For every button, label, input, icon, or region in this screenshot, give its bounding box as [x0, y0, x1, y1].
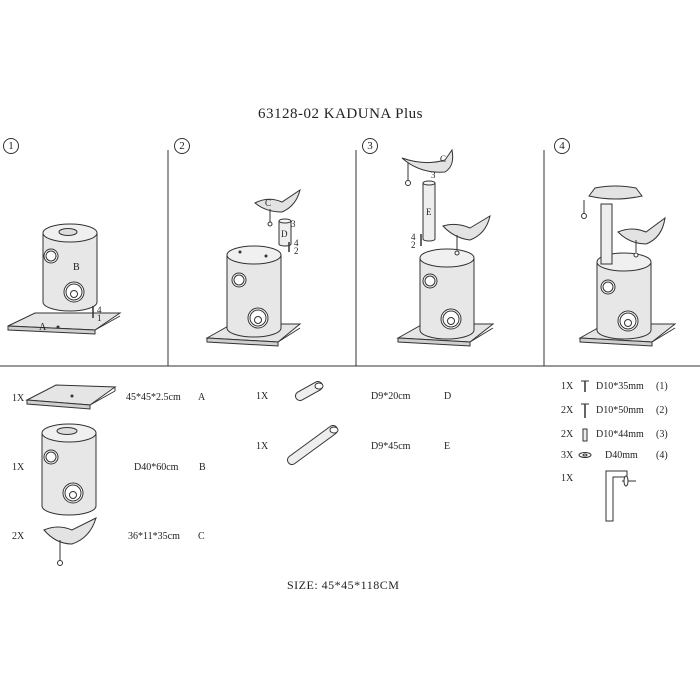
- callout-1: 1: [97, 313, 102, 323]
- part-a-qty: 1X: [12, 393, 25, 404]
- step4-post: [600, 203, 613, 265]
- callout-4: 4: [294, 238, 299, 248]
- callout-c: C: [440, 154, 447, 164]
- step3-post-e: [422, 180, 436, 242]
- part-c-letter: C: [198, 531, 205, 542]
- hardware-5-qty: 1X: [561, 473, 574, 484]
- part-a-dim: 45*45*2.5cm: [126, 392, 181, 403]
- step1-base-board: [7, 312, 122, 335]
- part-d-post: [295, 381, 324, 401]
- step2-hammock: [254, 188, 301, 227]
- hardware-4-code: (4): [656, 450, 668, 461]
- callout-e: E: [426, 207, 432, 217]
- hardware-2-dim: D10*50mm: [596, 405, 644, 416]
- part-a-letter: A: [198, 392, 206, 403]
- overall-size: SIZE: 45*45*118CM: [287, 578, 400, 592]
- part-b-letter: B: [199, 462, 206, 473]
- hardware-2-qty: 2X: [561, 405, 574, 416]
- part-e-qty: 1X: [256, 441, 269, 452]
- callout-d: D: [281, 229, 288, 239]
- part-c-qty: 2X: [12, 531, 25, 542]
- hardware-4-qty: 3X: [561, 450, 574, 461]
- screw-2-icon: [581, 403, 589, 418]
- step2-barrel: [226, 245, 282, 338]
- part-b-barrel: [41, 423, 97, 516]
- step-number-1: 1: [3, 138, 19, 154]
- hardware-4-dim: D40mm: [605, 450, 638, 461]
- part-e-dim: D9*45cm: [371, 441, 411, 452]
- part-a-board: [25, 384, 117, 410]
- step3-side-hammock: [442, 214, 491, 256]
- step-number-2: 2: [174, 138, 190, 154]
- hardware-3-code: (3): [656, 429, 668, 440]
- screw-3-icon: [582, 428, 588, 442]
- part-d-letter: D: [444, 391, 452, 402]
- hardware-1-dim: D10*35mm: [596, 381, 644, 392]
- step1-barrel: [42, 223, 98, 312]
- callout-3: 3: [291, 219, 296, 229]
- page-title: 63128-02 KADUNA Plus: [258, 106, 424, 122]
- part-b-dim: D40*60cm: [134, 462, 179, 473]
- callout-a: A: [39, 322, 47, 333]
- part-b-qty: 1X: [12, 462, 25, 473]
- callout-3: 3: [431, 170, 436, 180]
- part-d-qty: 1X: [256, 391, 269, 402]
- part-d-dim: D9*20cm: [371, 391, 411, 402]
- part-e-post: [287, 425, 339, 465]
- step-number-4: 4: [554, 138, 570, 154]
- step3-top-hammock: [401, 148, 454, 186]
- hardware-1-qty: 1X: [561, 381, 574, 392]
- step2-post-d: [278, 218, 292, 247]
- callout-2: 2: [294, 246, 299, 256]
- step4-side-hammock: [617, 216, 666, 258]
- callout-b: B: [73, 262, 80, 273]
- part-c-hammock: [43, 517, 97, 566]
- callout-4: 4: [97, 305, 102, 315]
- hardware-1-code: (1): [656, 381, 668, 392]
- callout-c: C: [265, 198, 272, 208]
- screw-1-icon: [581, 380, 589, 392]
- callout-4: 4: [411, 232, 416, 242]
- step3-barrel: [419, 248, 475, 340]
- hardware-3-qty: 2X: [561, 429, 574, 440]
- part-c-dim: 36*11*35cm: [128, 531, 180, 542]
- hardware-3-dim: D10*44mm: [596, 429, 644, 440]
- washer-icon: [578, 452, 592, 458]
- part-e-letter: E: [444, 441, 451, 452]
- allen-key-icon: [605, 470, 636, 522]
- step-number-3: 3: [362, 138, 378, 154]
- hardware-2-code: (2): [656, 405, 668, 416]
- callout-2: 2: [411, 240, 416, 250]
- step4-top-hammock: [581, 185, 643, 219]
- step4-barrel: [596, 252, 652, 340]
